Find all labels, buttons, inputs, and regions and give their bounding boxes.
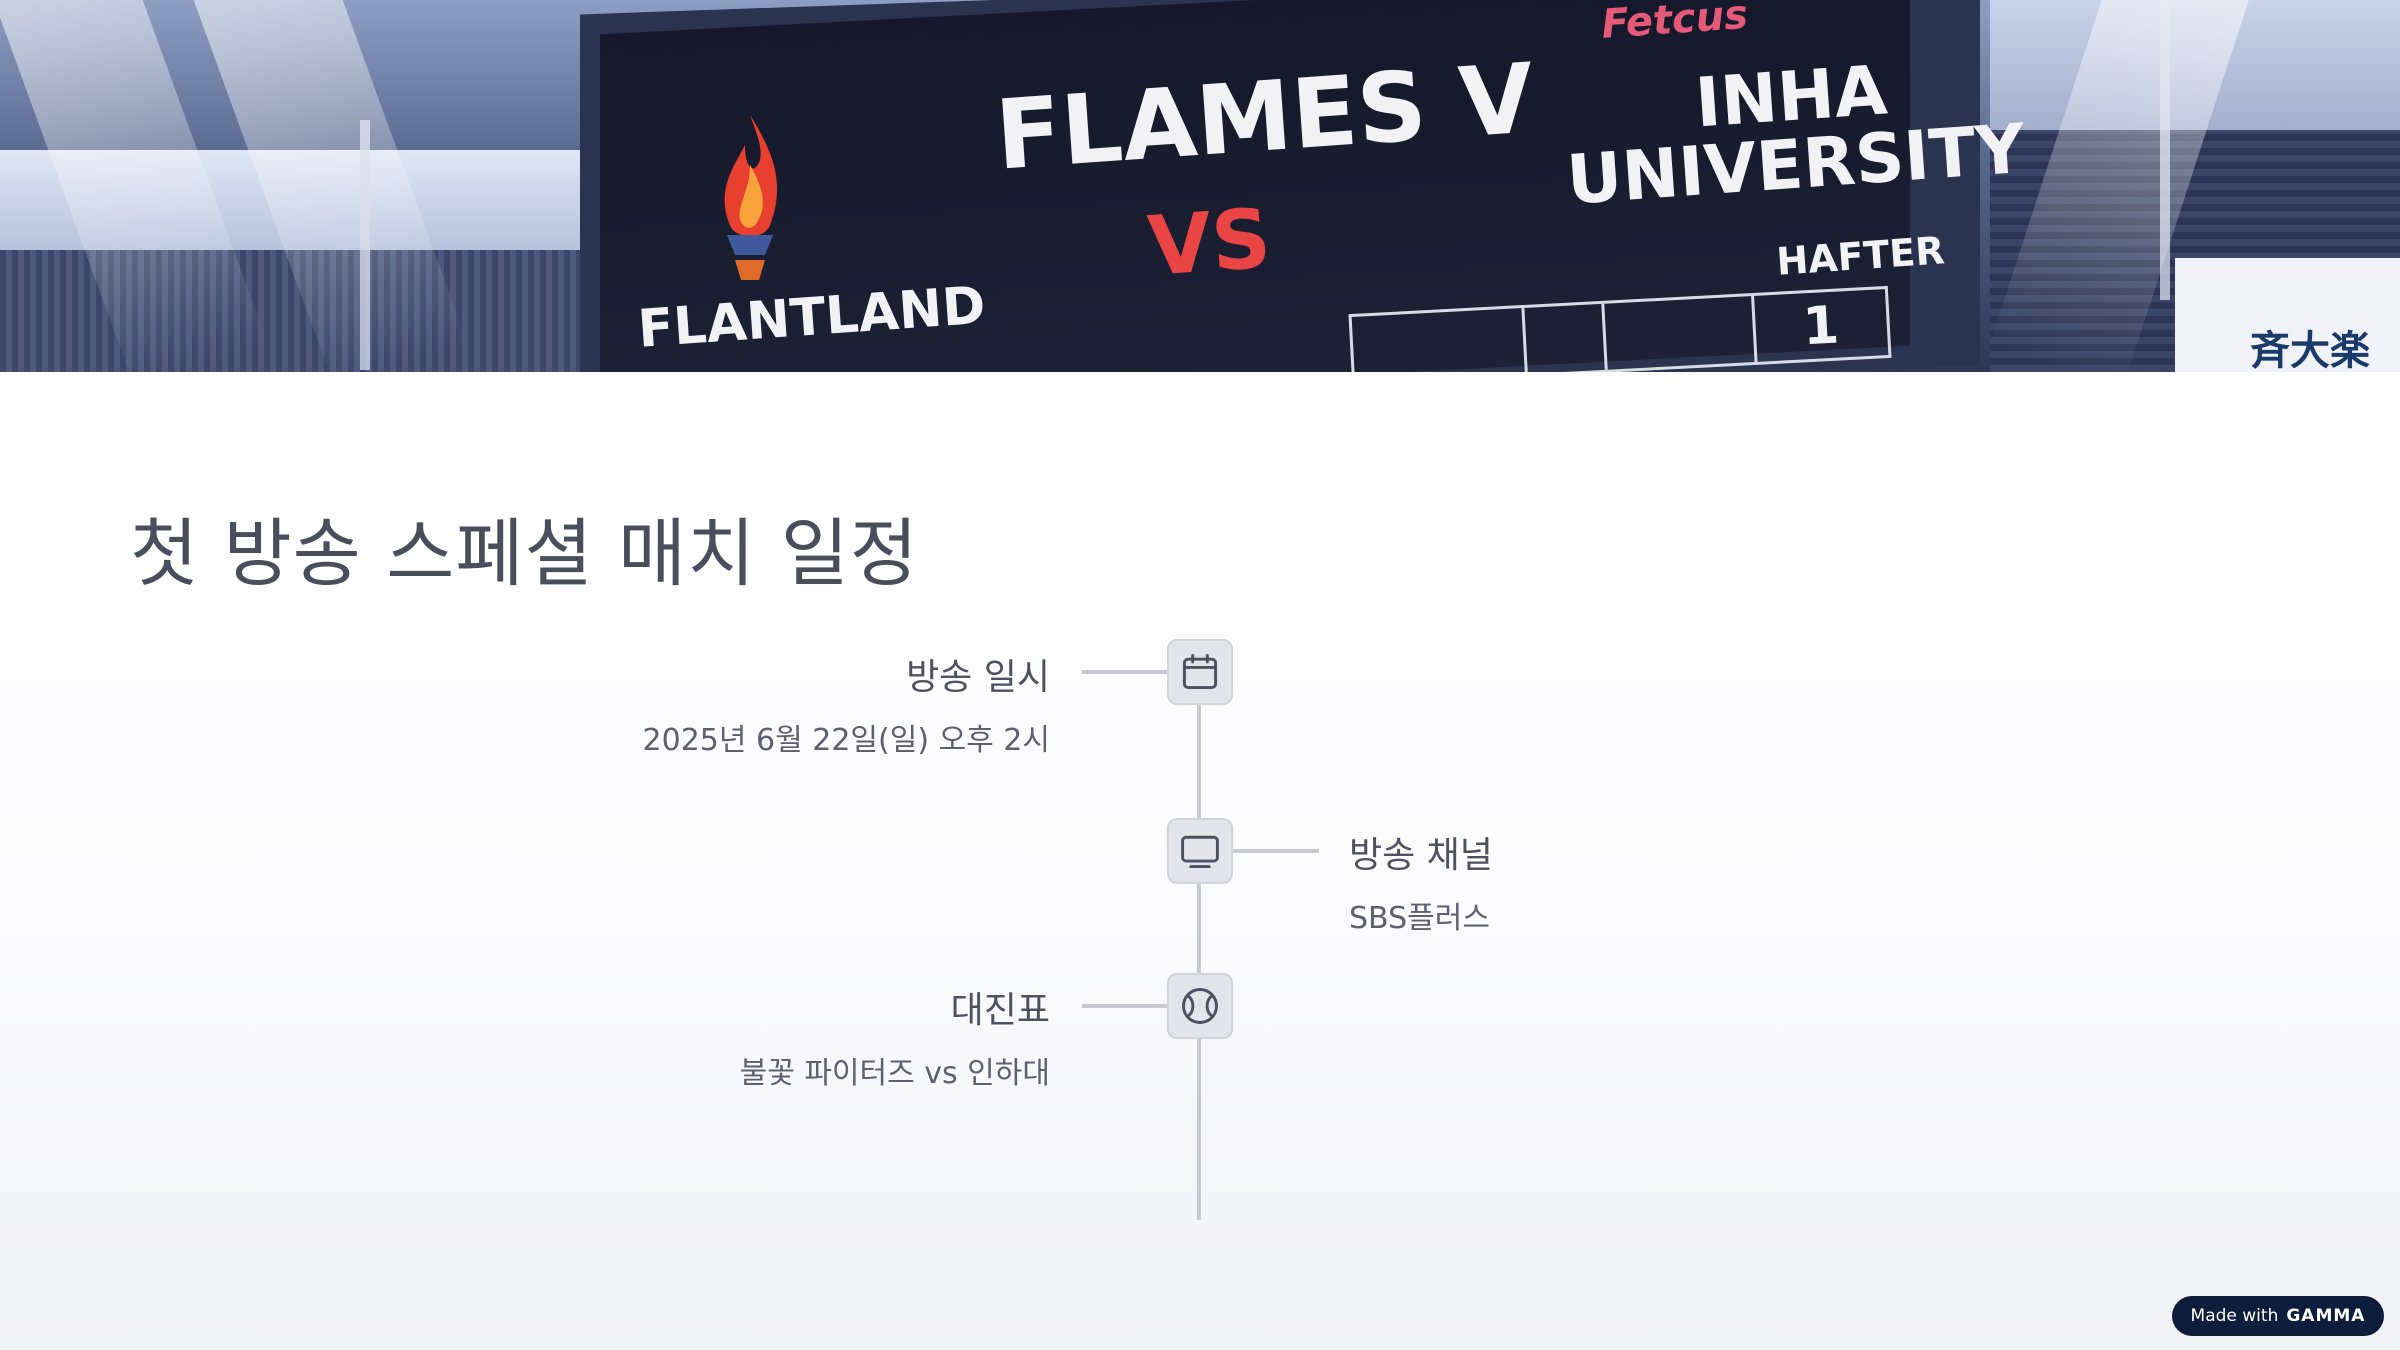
- gamma-brand-logo: GAMMA: [2286, 1306, 2366, 1326]
- page-title: 첫 방송 스페셜 매치 일정: [130, 511, 919, 597]
- flame-logo-icon: [724, 115, 778, 280]
- baseball-icon: [1182, 988, 1218, 1024]
- timeline-value-broadcast-date: 2025년 6월 22일(일) 오후 2시: [642, 723, 1050, 758]
- timeline-connector: [1233, 849, 1319, 853]
- timeline-connector: [1082, 1004, 1168, 1008]
- scoreboard-vs: VS: [1145, 191, 1274, 295]
- timeline-axis: [1197, 704, 1201, 1220]
- made-with-prefix: Made with: [2190, 1306, 2279, 1326]
- stadium-ad-text: 斉大楽園: [2250, 328, 2370, 372]
- scoreboard-score-value: 1: [1801, 295, 1841, 358]
- timeline-label-broadcast-date: 방송 일시: [906, 657, 1050, 698]
- score-cell: [1751, 295, 1758, 362]
- timeline-connector: [1082, 670, 1168, 674]
- made-with-gamma-badge[interactable]: Made with GAMMA: [2172, 1296, 2384, 1336]
- score-cell: [1521, 307, 1528, 372]
- hero-banner-image: FLANTLAND FLAMES V VS INHA UNIVERSITY Fe…: [0, 0, 2400, 372]
- calendar-icon: [1182, 654, 1218, 690]
- timeline-value-broadcast-channel: SBS플러스: [1349, 901, 1490, 936]
- timeline-node-broadcast-date: [1167, 639, 1233, 705]
- timeline-node-broadcast-channel: [1167, 818, 1233, 884]
- score-cell: [1601, 303, 1608, 370]
- timeline-value-matchup: 불꽃 파이터즈 vs 인하대: [739, 1056, 1050, 1091]
- stadium-ad-sign: [2175, 258, 2400, 372]
- timeline-node-matchup: [1167, 973, 1233, 1039]
- tv-icon: [1181, 835, 1219, 869]
- timeline-label-matchup: 대진표: [950, 990, 1050, 1031]
- timeline-label-broadcast-channel: 방송 채널: [1349, 835, 1493, 876]
